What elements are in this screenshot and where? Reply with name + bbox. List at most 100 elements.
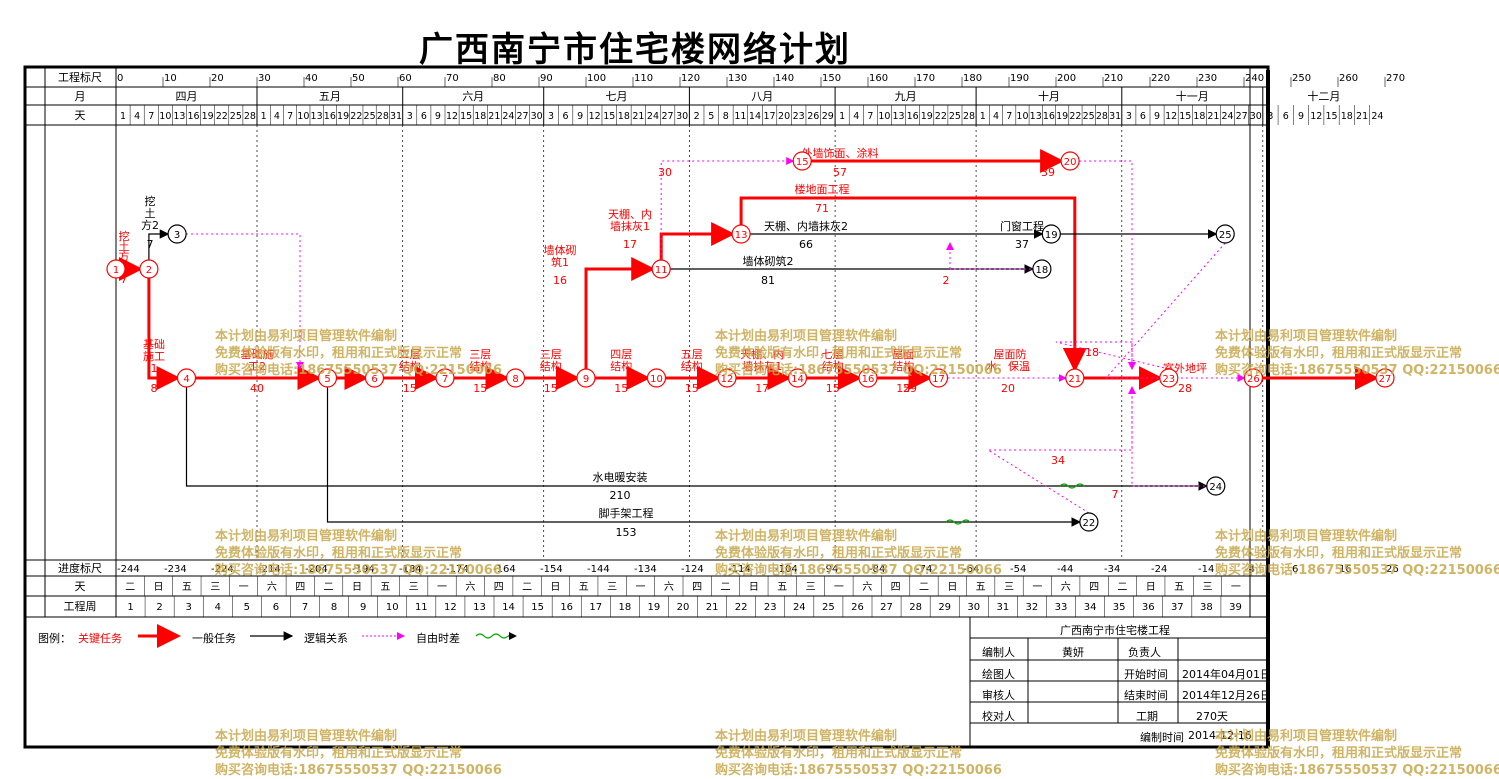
- week-label: 9: [360, 602, 366, 613]
- weekday-label: 二: [1117, 582, 1127, 593]
- weekday-label: 五: [1174, 582, 1184, 593]
- week-label: 7: [302, 602, 308, 613]
- day-label: 13: [311, 111, 323, 122]
- scale-tick: 150: [822, 73, 841, 84]
- task-duration: 15: [473, 382, 487, 395]
- task-duration: 40: [250, 382, 264, 395]
- task-duration: 15: [896, 382, 910, 395]
- day-label: 25: [1083, 111, 1095, 122]
- day-label: 24: [502, 111, 514, 122]
- month-label: 八月: [751, 90, 773, 103]
- week-label: 34: [1084, 602, 1097, 613]
- task-name: 三层: [469, 348, 491, 361]
- node-label: 10: [650, 374, 663, 385]
- day-label: 3: [1126, 111, 1132, 122]
- task-name: 挖: [145, 194, 156, 208]
- week-label: 16: [560, 602, 573, 613]
- task-critical-13-21: [739, 196, 1087, 372]
- node-label: 25: [1219, 230, 1232, 241]
- weekday-label: 二: [324, 582, 334, 593]
- day-label: 20: [778, 111, 790, 122]
- day-label: 16: [188, 111, 200, 122]
- task-normal-4-24: [185, 387, 1209, 491]
- day-label: 11: [734, 111, 746, 122]
- weekday-label: 一: [635, 582, 645, 593]
- progress-tick: -14: [1198, 564, 1214, 575]
- watermark-line3: 购买咨询电话:18675550537 QQ:22150066: [215, 763, 502, 778]
- task-duration: 15: [614, 382, 628, 395]
- day-label: 19: [1056, 111, 1068, 122]
- task-name: 屋面: [892, 348, 914, 361]
- day-label: 9: [435, 111, 441, 122]
- node-circle: [1032, 259, 1052, 279]
- node-label: 12: [721, 374, 734, 385]
- progress-tick: -104: [775, 564, 798, 575]
- task-name: 结构: [540, 359, 562, 373]
- task-duration: 210: [610, 489, 631, 502]
- progress-tick: -124: [681, 564, 704, 575]
- week-label: 28: [909, 602, 922, 613]
- weekday-label: 二: [522, 582, 532, 593]
- task-name: 工2: [248, 360, 266, 373]
- day-label: 17: [763, 111, 775, 122]
- node-circle: [1060, 151, 1080, 171]
- node-circle: [167, 224, 187, 244]
- task-name: 筑1: [551, 255, 569, 269]
- day-label: 15: [460, 111, 472, 122]
- progress-tick: 26: [1386, 564, 1399, 575]
- page-title: 广西南宁市住宅楼网络计划: [419, 30, 851, 70]
- weekday-label: 日: [749, 582, 759, 593]
- week-label: 4: [215, 602, 221, 613]
- header-day-label: 天: [75, 109, 86, 122]
- scale-tick: 200: [1057, 73, 1076, 84]
- weekday-label: 一: [437, 582, 447, 593]
- tb-owner-label: 负责人: [1128, 646, 1161, 659]
- task-critical-2-4: [147, 278, 181, 390]
- node-circle: [717, 368, 737, 388]
- task-name: 结构: [469, 359, 491, 373]
- day-label: 24: [647, 111, 659, 122]
- weekday-label: 二: [125, 582, 135, 593]
- week-label: 21: [706, 602, 719, 613]
- day-label: 16: [324, 111, 336, 122]
- watermark-line2: 免费体验版有水印，租用和正式版显示正常: [1215, 546, 1463, 561]
- progress-tick: -144: [587, 564, 610, 575]
- weekday-label: 日: [154, 582, 164, 593]
- task-name: 结构: [892, 359, 914, 373]
- day-label: 19: [337, 111, 349, 122]
- day-label: 3: [1267, 111, 1273, 122]
- progress-tick: -134: [634, 564, 657, 575]
- watermark: 本计划由易利项目管理软件编制免费体验版有水印，租用和正式版显示正常购买咨询电话:…: [215, 528, 502, 579]
- day-label: 24: [1222, 111, 1234, 122]
- watermark-line1: 本计划由易利项目管理软件编制: [215, 529, 398, 544]
- task-name: 墙抹灰1: [610, 219, 650, 233]
- task-name: 外墙饰面、涂料: [802, 146, 879, 160]
- scale-tick: 110: [634, 73, 653, 84]
- node-label: 20: [1064, 157, 1077, 168]
- tb-start-label: 开始时间: [1124, 668, 1168, 681]
- day-label: 3: [407, 111, 413, 122]
- node-label: 14: [791, 374, 804, 385]
- title-block-frame: [969, 616, 1269, 748]
- month-label: 七月: [606, 90, 628, 103]
- weekday-label: 四: [891, 582, 901, 593]
- week-label: 17: [589, 602, 602, 613]
- node-circle: [176, 368, 197, 388]
- task-normal-2-3: [148, 229, 170, 260]
- watermark-line2: 免费体验版有水印，租用和正式版显示正常: [715, 746, 963, 761]
- scale-tick: 260: [1339, 73, 1358, 84]
- scale-tick: 50: [352, 73, 365, 84]
- day-label: 12: [1165, 111, 1177, 122]
- progress-tick: -174: [446, 564, 469, 575]
- watermark-line2: 免费体验版有水印，租用和正式版显示正常: [1215, 346, 1463, 361]
- task-name: 天棚、内墙抹灰2: [764, 219, 848, 233]
- weekday-label: 四: [692, 582, 702, 593]
- scale-tick: 20: [211, 73, 224, 84]
- watermark-line1: 本计划由易利项目管理软件编制: [1215, 329, 1398, 344]
- week-label: 31: [996, 602, 1009, 613]
- scale-tick: 120: [681, 73, 700, 84]
- node-circle: [1206, 476, 1226, 496]
- day-label: 29: [822, 111, 834, 122]
- weekday-label: 四: [494, 582, 504, 593]
- day-label: 15: [603, 111, 615, 122]
